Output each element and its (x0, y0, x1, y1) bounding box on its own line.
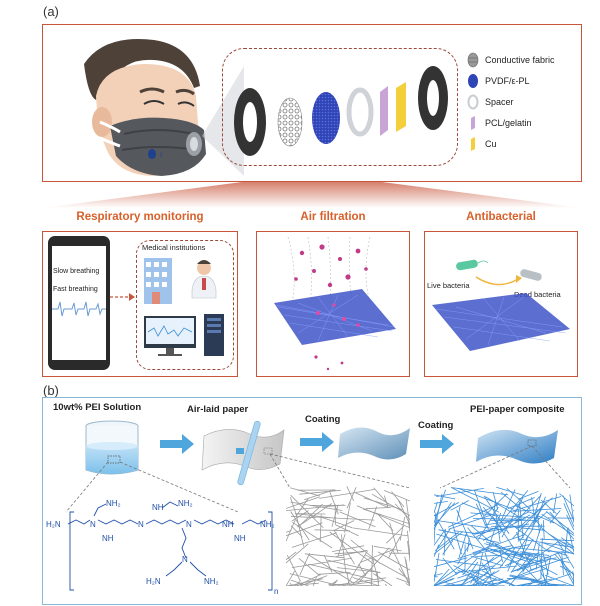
coating-label-2: Coating (418, 420, 454, 431)
legend-label: Cu (485, 138, 497, 149)
mask-structure-frame (42, 24, 582, 182)
pei-paper-composite-sheet (476, 429, 558, 464)
air-laid-paper-label: Air-laid paper (187, 404, 249, 415)
air-filtration-box (256, 231, 410, 377)
svg-text:ı: ı (160, 150, 162, 159)
process-arrow-1 (160, 434, 194, 454)
legend-label: Spacer (485, 96, 514, 107)
dashed-arrow (110, 293, 135, 301)
legend-item: PVDF/ε-PL (466, 70, 580, 91)
pei-paper-frame (42, 397, 582, 605)
nh-group-3: NH (222, 520, 234, 529)
n-atom-2: N (138, 520, 144, 529)
coated-sheet (338, 427, 410, 460)
mask-wearer-illustration: ı (84, 39, 244, 176)
air-laid-paper-sheet (201, 420, 285, 486)
repeat-unit-n: n (274, 587, 278, 596)
nh-group-4: NH (234, 534, 246, 543)
composite-label: PEI-paper composite (470, 404, 565, 415)
medical-institutions-box (136, 240, 234, 370)
nh2-group-right: NH₂ (260, 520, 275, 529)
legend-label: Conductive fabric (485, 54, 555, 65)
application-fan-shadow (42, 182, 582, 208)
pvdf-layer-icon (468, 73, 478, 88)
layers-dashed-box (222, 48, 458, 166)
antibacterial-box (424, 231, 578, 377)
coating-label-1: Coating (305, 414, 341, 425)
breathing-waveform (52, 301, 106, 317)
live-bacteria-label: Live bacteria (427, 281, 470, 290)
air-laid-paper-fibers (286, 486, 410, 586)
pei-coated-fibers (434, 486, 574, 586)
process-arrow-3 (420, 434, 454, 454)
air-filtration-title: Air filtration (300, 211, 366, 223)
pei-solution-label: 10wt% PEI Solution (53, 402, 142, 413)
h2n-group-left: H₂N (46, 520, 61, 529)
respiratory-monitoring-box (42, 231, 238, 377)
nh-group-2: NH (152, 503, 164, 512)
panel-a-label: (a) (43, 4, 59, 19)
respiratory-monitoring-title: Respiratory monitoring (76, 211, 204, 223)
legend-item: Conductive fabric (466, 49, 580, 70)
process-arrow-2 (300, 432, 334, 452)
legend-label: PCL/gelatin (485, 117, 532, 128)
spacer-icon (467, 94, 479, 109)
antibacterial-illustration (432, 259, 570, 351)
n-atom-4: N (182, 555, 188, 564)
antibacterial-title: Antibacterial (466, 211, 536, 223)
nh2-group-bottom: NH₂ (204, 577, 219, 586)
smartphone-screen (52, 246, 106, 360)
medical-institutions-label: Medical institutions (142, 243, 206, 252)
conductive-fabric-icon (467, 52, 479, 67)
panel-b-label: (b) (43, 383, 59, 398)
pei-chemical-structure: H₂N N NH₂ NH N NH NH₂ N NH NH NH₂ N H₂N … (46, 499, 278, 596)
air-filtration-illustration (274, 236, 396, 371)
pei-solution-beaker (85, 420, 139, 475)
hospital-doctor-computer-illustration (144, 258, 224, 356)
h2n-group-bottom: H₂N (146, 577, 161, 586)
nh-group-1: NH (102, 534, 114, 543)
layer-legend: Conductive fabric PVDF/ε-PL Spacer PCL/g… (466, 49, 580, 154)
slow-breathing-label: Slow breathing (53, 268, 100, 275)
cu-icon (471, 136, 475, 151)
nh2-group-top-left: NH₂ (106, 499, 121, 508)
pcl-gelatin-icon (471, 115, 475, 130)
n-atom-3: N (186, 520, 192, 529)
exploded-layer-stack (234, 66, 448, 156)
dead-bacteria-label: Dead bacteria (514, 290, 561, 299)
legend-item: Cu (466, 133, 580, 154)
fast-breathing-label: Fast breathing (53, 286, 98, 293)
legend-item: PCL/gelatin (466, 112, 580, 133)
legend-label: PVDF/ε-PL (485, 75, 530, 86)
legend-item: Spacer (466, 91, 580, 112)
n-atom-1: N (90, 520, 96, 529)
nh2-group-top-right: NH₂ (178, 499, 193, 508)
